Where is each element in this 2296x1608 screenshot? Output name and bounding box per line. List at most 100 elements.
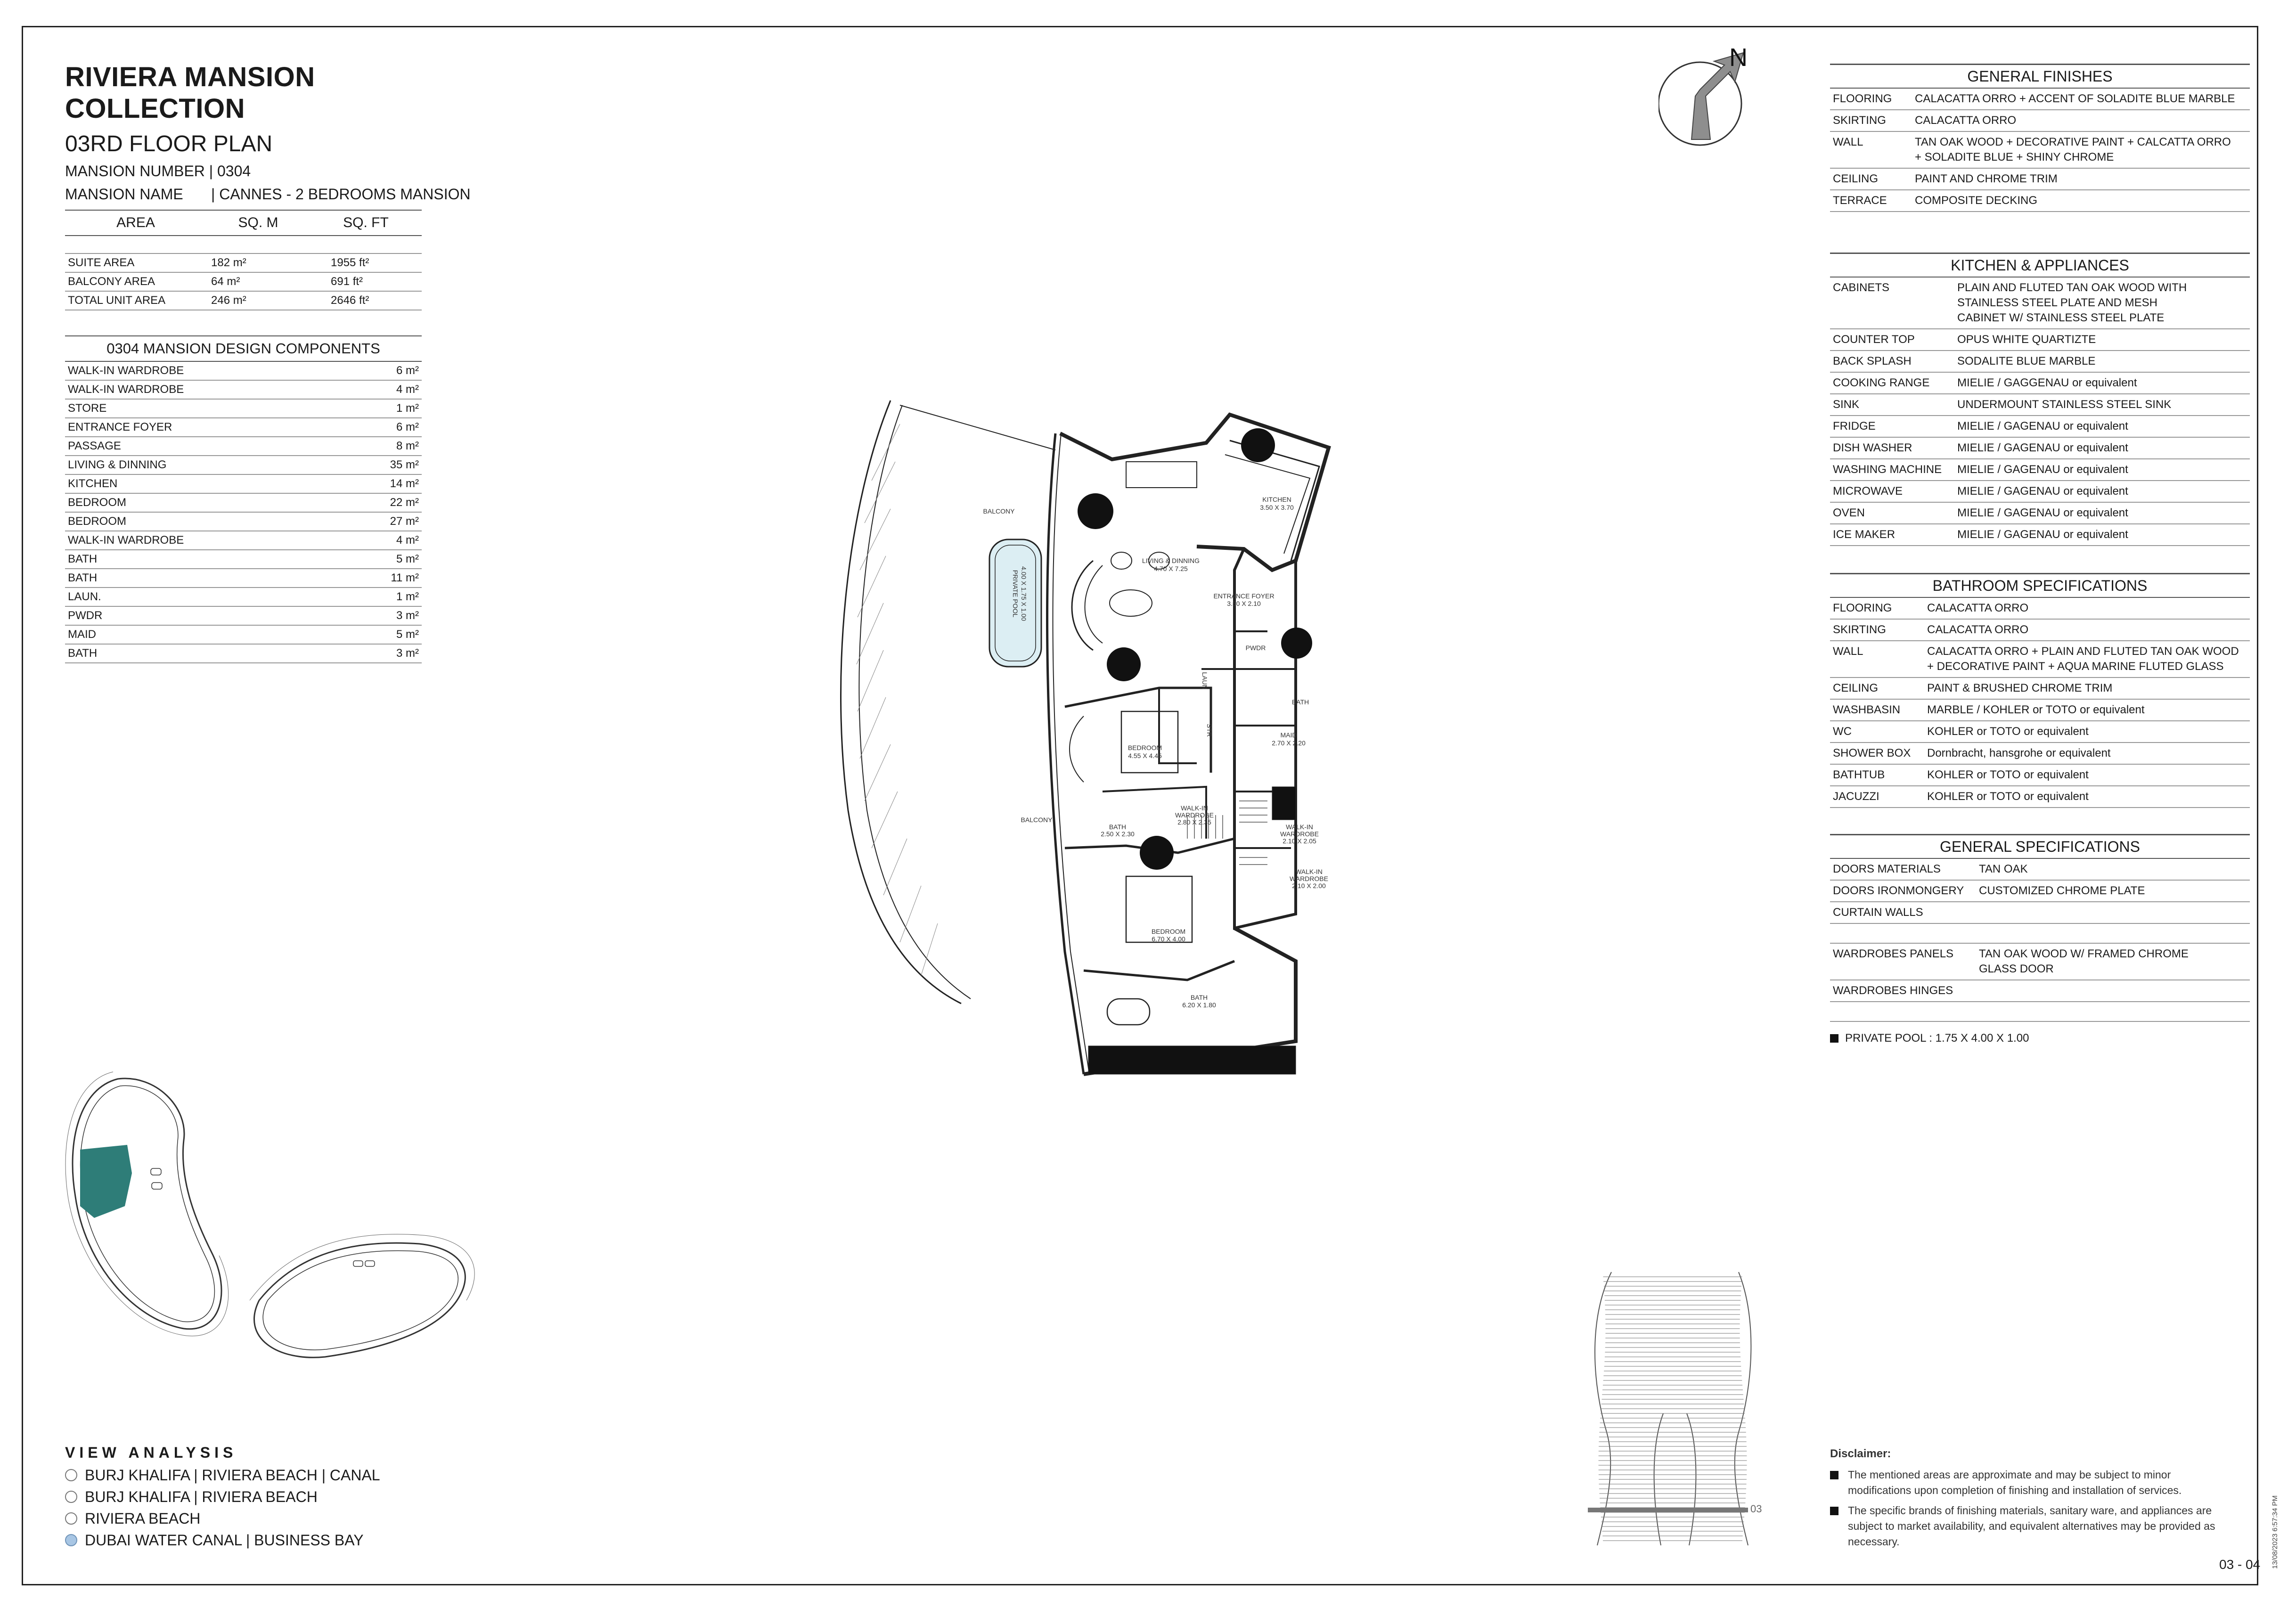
elevation-diagram: 03 — [1588, 1272, 1762, 1546]
page-number: 03 - 04 — [2219, 1557, 2261, 1572]
view-option[interactable]: BURJ KHALIFA | RIVIERA BEACH | CANAL — [65, 1464, 380, 1486]
plan-label: STR — [1206, 724, 1213, 737]
plan-label: 2.10 X 2.00 — [1292, 882, 1326, 890]
floor-title: 03RD FLOOR PLAN — [65, 131, 273, 156]
bullet-icon — [1830, 1034, 1838, 1043]
table-row — [1830, 1002, 2250, 1022]
mansion-number: MANSION NUMBER | 0304 — [65, 163, 251, 180]
radio-selected-icon — [65, 1534, 77, 1546]
plan-label: MAID — [1281, 731, 1297, 739]
disclaimer: Disclaimer: The mentioned areas are appr… — [1830, 1447, 2221, 1554]
plan-label: WALK-IN — [1181, 804, 1208, 812]
bullet-icon — [1830, 1471, 1838, 1479]
selected-unit-highlight — [80, 1145, 132, 1218]
dining-table — [1126, 461, 1197, 488]
mansion-name: MANSION NAME | CANNES - 2 BEDROOMS MANSI… — [65, 186, 471, 203]
table-row: WARDROBES HINGES — [1830, 980, 2250, 1002]
north-arrow-icon: N — [1659, 43, 1748, 146]
table-row: LAUN.1 m² — [65, 588, 422, 607]
plan-label: BEDROOM — [1152, 928, 1185, 935]
plan-label: BATH — [1292, 698, 1309, 706]
plan-label: 4.55 X 4.45 — [1128, 752, 1162, 759]
plan-label: WARDROBE — [1280, 830, 1319, 838]
structural-columns — [1078, 428, 1312, 870]
plan-label: PWDR — [1246, 644, 1266, 652]
plan-label: BALCONY — [1021, 816, 1053, 824]
title-block: RIVIERA MANSION COLLECTION 03RD FLOOR PL… — [65, 61, 489, 203]
view-analysis: VIEW ANALYSIS BURJ KHALIFA | RIVIERA BEA… — [65, 1444, 380, 1551]
exterior-wall — [1059, 412, 1331, 572]
plan-label: 4.70 X 7.25 — [1154, 565, 1188, 572]
plan-label: WALK-IN — [1295, 868, 1323, 875]
plan-label: BATH — [1109, 823, 1126, 831]
sofa — [1071, 560, 1094, 651]
collection-title: RIVIERA MANSION COLLECTION — [65, 62, 315, 124]
bed-1 — [1120, 710, 1179, 774]
bed-2 — [1125, 875, 1193, 943]
view-option-selected[interactable]: DUBAI WATER CANAL | BUSINESS BAY — [65, 1529, 380, 1551]
bathtub — [1106, 998, 1151, 1026]
private-pool-note: PRIVATE POOL : 1.75 X 4.00 X 1.00 — [1830, 1032, 2029, 1045]
view-option[interactable]: RIVIERA BEACH — [65, 1508, 380, 1529]
sheet-border — [22, 26, 2258, 1585]
wall-fill — [1088, 1045, 1296, 1075]
plan-label: PRIVATE POOL — [1012, 570, 1019, 618]
plan-label: 2.10 X 2.05 — [1283, 837, 1316, 845]
key-plan — [65, 1071, 475, 1358]
radio-icon — [65, 1469, 77, 1481]
plan-label: 6.70 X 4.00 — [1152, 935, 1185, 943]
view-analysis-title: VIEW ANALYSIS — [65, 1444, 237, 1461]
plan-label: 2.80 X 2.35 — [1177, 818, 1211, 826]
plan-label: BALCONY — [983, 507, 1015, 515]
plan-label: 6.20 X 1.80 — [1182, 1001, 1216, 1009]
components-title: 0304 MANSION DESIGN COMPONENTS — [65, 335, 422, 362]
current-floor-band — [1588, 1508, 1748, 1512]
private-pool — [989, 539, 1042, 668]
view-option[interactable]: BURJ KHALIFA | RIVIERA BEACH — [65, 1486, 380, 1508]
list-item: The mentioned areas are approximate and … — [1830, 1467, 2221, 1498]
components-table: 0304 MANSION DESIGN COMPONENTS WALK-IN W… — [65, 335, 422, 663]
floor-indicator: 03 — [1750, 1503, 1762, 1515]
table-row: CURTAIN WALLS — [1830, 902, 2250, 924]
radio-icon — [65, 1491, 77, 1503]
building-outline — [253, 1242, 466, 1358]
plan-label: 3.50 X 2.10 — [1227, 600, 1261, 607]
plan-label: WARDROBE — [1175, 811, 1214, 819]
